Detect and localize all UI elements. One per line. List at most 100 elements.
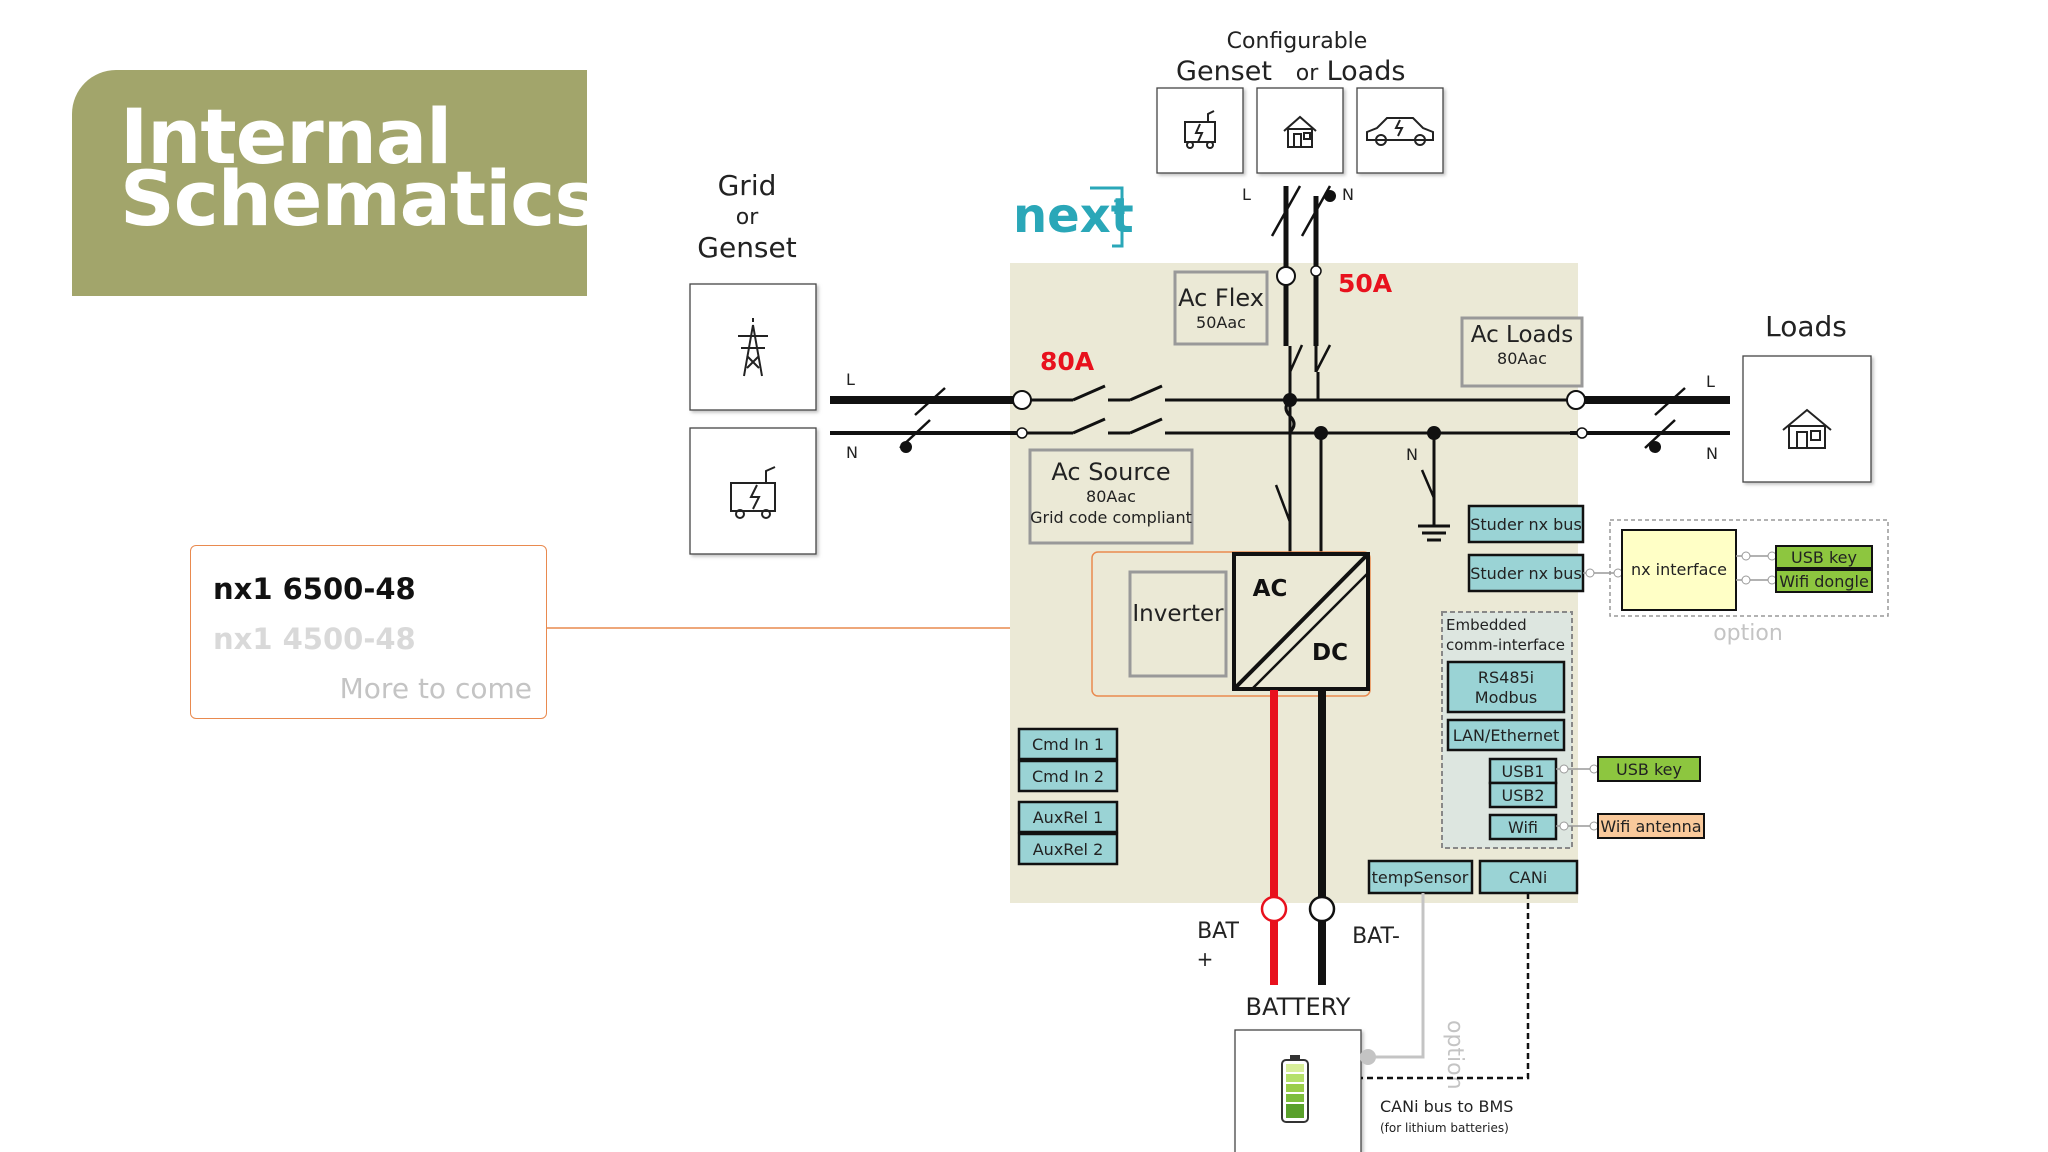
modbus-label: Modbus <box>1475 688 1537 707</box>
top-or-label: or <box>1296 61 1319 86</box>
model-list: nx1 6500-48 nx1 4500-48 More to come <box>190 545 547 719</box>
grid-or-label: or <box>736 205 759 230</box>
title-panel: Internal Schematics <box>72 70 600 296</box>
temp-sensor-port <box>1367 859 1474 895</box>
cmd-in-2 <box>1017 759 1119 793</box>
io-group: Cmd In 1 Cmd In 2 AuxRel 1 AuxRel 2 <box>1017 727 1119 866</box>
nx-interface-option-area <box>1609 519 1889 617</box>
page-title: Internal Schematics <box>120 92 600 243</box>
nx-interface-block <box>1621 529 1737 611</box>
usb-key-label: USB key <box>1616 760 1682 779</box>
ac-loads-title: Ac Loads <box>1471 322 1573 348</box>
option-label-2: option <box>1442 1020 1467 1090</box>
top-house-box <box>1256 87 1344 174</box>
cmd-in-2-label: Cmd In 2 <box>1032 767 1104 786</box>
ac-flex-title: Ac Flex <box>1178 284 1264 312</box>
loads-L: L <box>1706 372 1715 391</box>
next-logo-sup: 1 <box>1112 195 1126 219</box>
ac-source-breaker-rating: 80A <box>1040 347 1095 376</box>
temp-sensor-label: tempSensor <box>1372 868 1469 887</box>
ac-source-note: Grid code compliant <box>1030 508 1192 527</box>
auxrel-1 <box>1017 800 1119 834</box>
ac-flex-rating: 50Aac <box>1196 313 1246 332</box>
studer-bus-1-label: Studer nx bus <box>1470 515 1582 534</box>
model-nx1-6500[interactable]: nx1 6500-48 <box>213 572 416 606</box>
usb-key <box>1597 756 1701 782</box>
usb2-label: USB2 <box>1501 786 1544 805</box>
lan-ethernet <box>1446 718 1566 752</box>
model-nx1-4500[interactable]: nx1 4500-48 <box>213 622 416 656</box>
title-line-2: Schematics <box>120 154 600 243</box>
loads-house-icon <box>1782 408 1832 449</box>
option-usb-key-label: USB key <box>1791 548 1857 567</box>
grid-label: Grid <box>718 169 777 202</box>
cani-bus-note: (for lithium batteries) <box>1380 1121 1509 1135</box>
battery-icon <box>1281 1055 1309 1123</box>
auxrel-2-label: AuxRel 2 <box>1033 840 1104 859</box>
loads-box <box>1742 355 1872 483</box>
logo-bracket <box>1090 186 1124 248</box>
studer-bus-2-label: Studer nx bus <box>1470 564 1582 583</box>
wifi-port <box>1488 813 1558 841</box>
embedded-label-1: Embedded <box>1446 616 1527 634</box>
ac-flex-breaker-rating: 50A <box>1338 269 1393 298</box>
lan-label: LAN/Ethernet <box>1453 726 1560 745</box>
title-line-1: Internal <box>120 92 452 181</box>
wifi-antenna-label: Wifi antenna <box>1600 817 1701 836</box>
option-wifi-dongle <box>1775 569 1873 593</box>
nx-interface-label: nx interface <box>1631 560 1727 579</box>
cmd-in-1-label: Cmd In 1 <box>1032 735 1104 754</box>
top-loads-label: Loads <box>1327 56 1406 87</box>
next-logo: next <box>1013 188 1134 244</box>
inverter-block <box>1128 570 1228 678</box>
cani-port <box>1478 859 1579 895</box>
ac-source-block <box>1028 448 1194 545</box>
bat-plus-label-1: BAT <box>1197 919 1239 944</box>
option-wifi-dongle-label: Wifi dongle <box>1779 572 1869 591</box>
generator-icon <box>730 466 776 519</box>
inverter-label: Inverter <box>1132 601 1224 627</box>
usb2-port <box>1488 781 1558 809</box>
grid-genset-label: Genset <box>697 231 796 264</box>
ac-loads-block <box>1460 316 1584 388</box>
top-genset-box <box>1156 87 1244 174</box>
battery-label: BATTERY <box>1246 993 1351 1021</box>
dc-label: DC <box>1312 640 1348 666</box>
house-icon <box>1283 115 1317 148</box>
ac-label: AC <box>1253 576 1288 602</box>
cani-bus-label: CANi bus to BMS <box>1380 1097 1513 1116</box>
ev-car-icon <box>1366 117 1434 146</box>
bat-plus-label-2: + <box>1197 947 1214 971</box>
wifi-antenna <box>1597 813 1705 839</box>
ground-N: N <box>1406 445 1418 464</box>
cani-bus-line <box>1361 893 1530 1080</box>
auxrel-1-label: AuxRel 1 <box>1033 808 1104 827</box>
studer-bus-1 <box>1467 504 1585 544</box>
configurable-label: Configurable <box>1227 29 1368 54</box>
model-more: More to come <box>339 672 532 705</box>
grid-L: L <box>846 370 855 389</box>
bat-minus-label: BAT- <box>1352 924 1400 949</box>
ac-flex-block <box>1173 270 1269 346</box>
embedded-label-2: comm-interface <box>1446 636 1565 654</box>
wifi-label: Wifi <box>1508 818 1538 837</box>
usb1-label: USB1 <box>1501 762 1544 781</box>
top-L: L <box>1242 185 1251 204</box>
loads-label: Loads <box>1765 310 1847 343</box>
rs485-label: RS485i <box>1478 668 1534 687</box>
cmd-in-1 <box>1017 727 1119 761</box>
ac-loads-rating: 80Aac <box>1497 349 1547 368</box>
ac-source-rating: 80Aac <box>1086 487 1136 506</box>
option-usb-key <box>1775 545 1873 569</box>
loads-N: N <box>1706 444 1718 463</box>
top-N: N <box>1342 185 1354 204</box>
option-label-1: option <box>1713 621 1783 646</box>
rs485-modbus <box>1446 660 1566 714</box>
auxrel-2 <box>1017 832 1119 866</box>
cani-label: CANi <box>1509 868 1548 887</box>
grid-N: N <box>846 443 858 462</box>
ac-source-title: Ac Source <box>1051 458 1170 486</box>
power-pylon-icon <box>738 318 768 377</box>
genset-icon <box>1184 110 1216 149</box>
